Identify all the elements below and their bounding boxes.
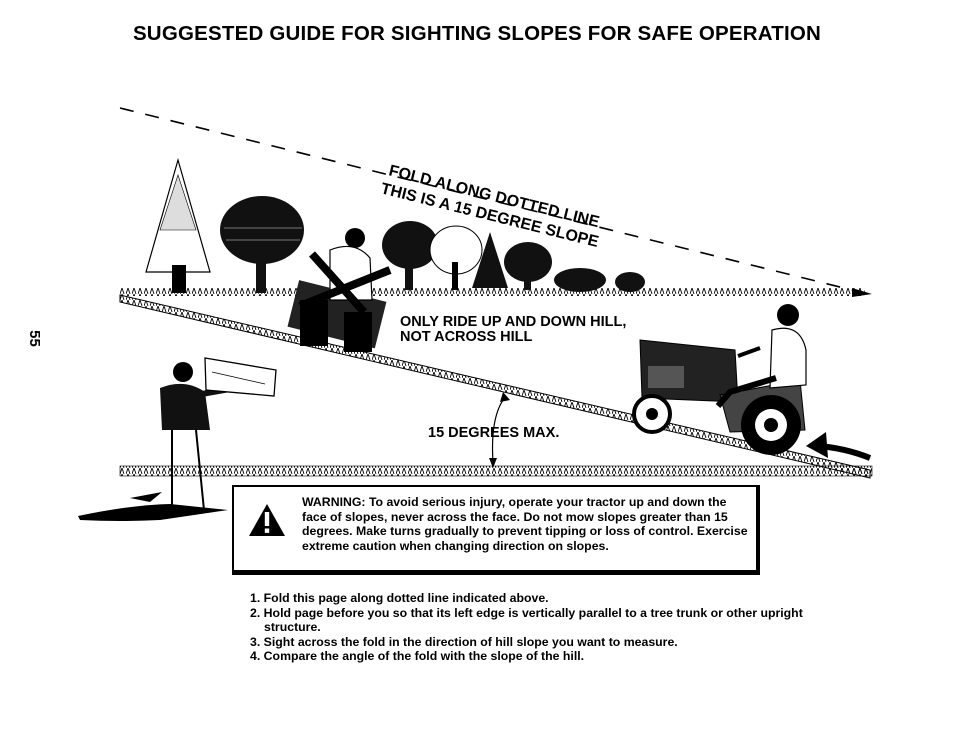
warning-text: WARNING: To avoid serious injury, operat… bbox=[302, 495, 748, 553]
shadow-arrow bbox=[78, 504, 228, 521]
fold-dotted-line bbox=[119, 107, 861, 293]
page-title: SUGGESTED GUIDE FOR SIGHTING SLOPES FOR … bbox=[132, 22, 822, 45]
max-angle-label: 15 DEGREES MAX. bbox=[428, 425, 559, 441]
warning-box: WARNING: To avoid serious injury, operat… bbox=[232, 485, 760, 575]
person-sighting bbox=[160, 357, 277, 511]
lower-ground bbox=[119, 465, 873, 477]
dark-tree bbox=[220, 196, 304, 293]
slope-illustration: FOLD ALONG DOTTED LINE THIS IS A 15 DEGR… bbox=[78, 107, 873, 521]
instruction-item: 4. Compare the angle of the fold with th… bbox=[250, 649, 585, 664]
ride-instruction-line1: ONLY RIDE UP AND DOWN HILL, bbox=[400, 314, 626, 330]
instruction-item: 3. Sight across the fold in the directio… bbox=[250, 634, 678, 649]
angle-arrow-up bbox=[500, 392, 510, 402]
instruction-item: 2. Hold page before you so that its left… bbox=[250, 605, 803, 635]
ride-instruction-line2: NOT ACROSS HILL bbox=[400, 329, 533, 345]
angle-arrow-down bbox=[489, 458, 497, 468]
folded-page bbox=[204, 357, 277, 397]
tractor-across-hill-crossed-out bbox=[287, 228, 392, 352]
conifer-tree bbox=[145, 157, 211, 293]
instructions-list: 1. Fold this page along dotted line indi… bbox=[250, 591, 810, 664]
tractor-up-hill bbox=[632, 304, 807, 455]
warning-triangle-icon bbox=[249, 504, 285, 536]
instruction-item: 1. Fold this page along dotted line indi… bbox=[250, 591, 549, 605]
horizon-grass bbox=[120, 288, 865, 296]
tree-cluster bbox=[382, 221, 645, 292]
uphill-arrowhead bbox=[806, 432, 828, 458]
